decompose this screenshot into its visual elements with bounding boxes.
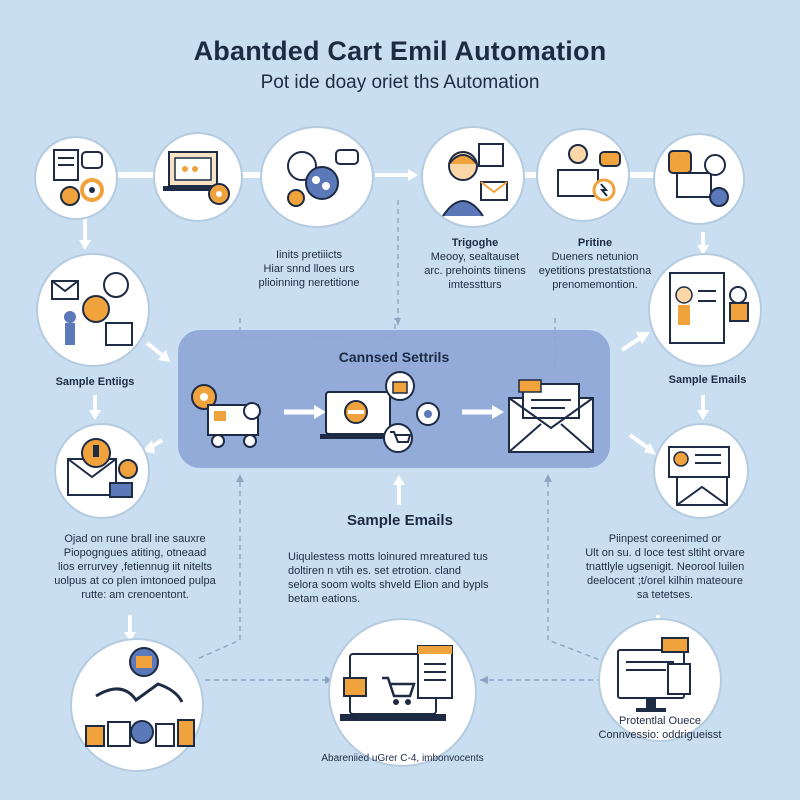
middle-right-text: Piinpest coreenimed or Ult on su. d loce… bbox=[585, 533, 745, 601]
bottom-right-body: Connvessio: oddrigueisst bbox=[598, 729, 722, 741]
pritine-body: Dueners netunion eyetitions prestatstion… bbox=[538, 251, 652, 291]
sample-emails-title: Sample Emails bbox=[347, 512, 453, 529]
node-right-emails bbox=[650, 255, 760, 365]
email-envelope-icon bbox=[508, 379, 594, 453]
bottom-center-caption: Abareniied uGrer C-4, imbonvocents bbox=[321, 753, 484, 764]
node-pritine bbox=[538, 130, 628, 220]
center-arrow-1 bbox=[284, 405, 326, 419]
node-top-right bbox=[655, 135, 743, 223]
right-side-title: Sample Emails bbox=[668, 374, 747, 386]
node-bottom-left bbox=[72, 640, 202, 770]
cart-device-icon bbox=[668, 150, 729, 207]
node-idea bbox=[36, 138, 116, 218]
node-right-envelope bbox=[655, 425, 747, 517]
middle-center-text: Uiqulestess motts loinured mreatured tus… bbox=[288, 551, 489, 605]
open-envelope-icon bbox=[668, 446, 730, 506]
node-left-entries bbox=[38, 255, 148, 365]
bottom-right-title: Protentlal Ouece bbox=[619, 715, 701, 727]
cart-gear-icon bbox=[191, 384, 261, 448]
arrow-head-top-mid bbox=[408, 169, 418, 181]
desk-worker-icon bbox=[557, 144, 621, 202]
shopper-icon bbox=[442, 143, 508, 217]
node-bottom-center bbox=[330, 620, 475, 765]
trigger-body: Meooy, sealtauset arc. prehoints tiinens… bbox=[424, 251, 526, 291]
page-subtitle: Pot ide doay oriet ths Automation bbox=[260, 72, 540, 93]
idea-gear-icon bbox=[53, 149, 104, 206]
left-side-title: Sample Entiigs bbox=[55, 376, 135, 388]
center-title: Cannsed Settrils bbox=[338, 349, 450, 365]
laptop-shop-icon bbox=[320, 371, 440, 453]
top-left-label: Iinits pretiiicts Hiar snnd lloes urs pl… bbox=[258, 249, 360, 289]
center-arrow-2 bbox=[462, 405, 504, 419]
node-trigger bbox=[423, 128, 523, 226]
trigger-title: Trigoghe bbox=[451, 237, 499, 249]
pritine-title: Pritine bbox=[577, 237, 613, 249]
email-document-icon bbox=[669, 272, 749, 344]
envelope-cart-icon bbox=[51, 272, 133, 346]
user-group-icon bbox=[287, 149, 359, 207]
node-laptop-settings bbox=[155, 134, 241, 220]
monitor-document-icon bbox=[617, 637, 691, 712]
online-store-laptop-icon bbox=[340, 645, 453, 721]
handshake-shopping-icon bbox=[85, 647, 195, 747]
alert-envelope-icon bbox=[67, 438, 138, 498]
page-title: Abantded Cart Emil Automation bbox=[193, 36, 607, 66]
node-bottom-right bbox=[600, 620, 720, 740]
middle-left-text: Ojad on rune brall ine sauxre Piopogngue… bbox=[54, 533, 216, 601]
laptop-settings-icon bbox=[163, 151, 230, 205]
node-user-group bbox=[262, 128, 372, 226]
node-left-envelope bbox=[56, 425, 148, 517]
